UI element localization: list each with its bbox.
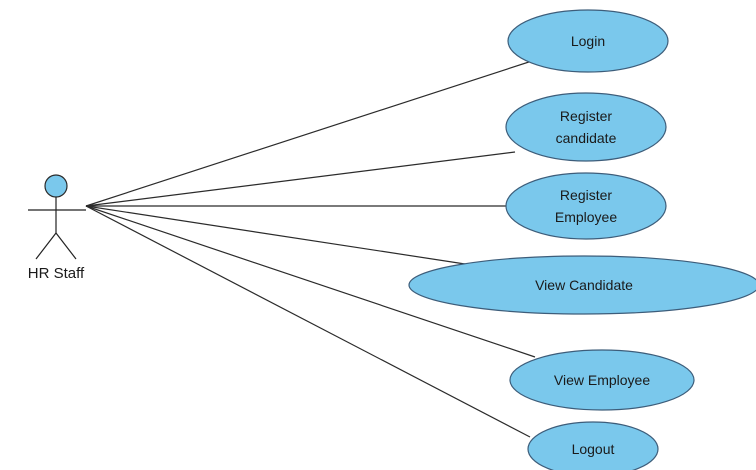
use-case-login-label: Login: [571, 33, 605, 49]
association-view-employee: [85, 205, 536, 358]
use-case-view-employee-shape[interactable]: [509, 349, 695, 411]
use-case-register-candidate-label: Register: [560, 108, 612, 124]
use-case-logout-label: Logout: [572, 441, 615, 457]
association-logout: [85, 205, 531, 438]
use-case-register-candidate-shape[interactable]: [505, 92, 667, 162]
use-case-register-employee-label: Employee: [555, 209, 617, 225]
use-case-register-employee-shape[interactable]: [505, 172, 667, 240]
use-case-register-candidate-label: candidate: [556, 130, 617, 146]
use-case-view-candidate-shape[interactable]: [408, 255, 756, 315]
association-register-candidate: [85, 151, 516, 207]
use-case-view-employee-label: View Employee: [554, 372, 650, 388]
use-case-view-candidate[interactable]: View Candidate: [408, 255, 756, 315]
use-case-logout-shape[interactable]: [527, 421, 659, 470]
association-login: [85, 59, 536, 207]
use-cases: LoginRegistercandidateRegisterEmployeeVi…: [408, 9, 756, 470]
actor-hr-staff: HR Staff: [28, 174, 86, 282]
use-case-view-candidate-label: View Candidate: [535, 277, 633, 293]
associations: [85, 59, 536, 438]
actor-label: HR Staff: [28, 265, 85, 282]
use-case-login-shape[interactable]: [507, 9, 669, 73]
actor-left-leg: [35, 232, 57, 260]
actor-head: [44, 174, 68, 198]
use-case-logout[interactable]: Logout: [527, 421, 659, 470]
actor-right-leg: [55, 232, 77, 260]
use-case-register-candidate[interactable]: Register candidate: [505, 92, 667, 162]
association-view-candidate: [85, 205, 466, 265]
use-case-view-employee[interactable]: View Employee: [509, 349, 695, 411]
use-case-login[interactable]: Login: [507, 9, 669, 73]
use-case-register-employee-label: Register: [560, 187, 612, 203]
